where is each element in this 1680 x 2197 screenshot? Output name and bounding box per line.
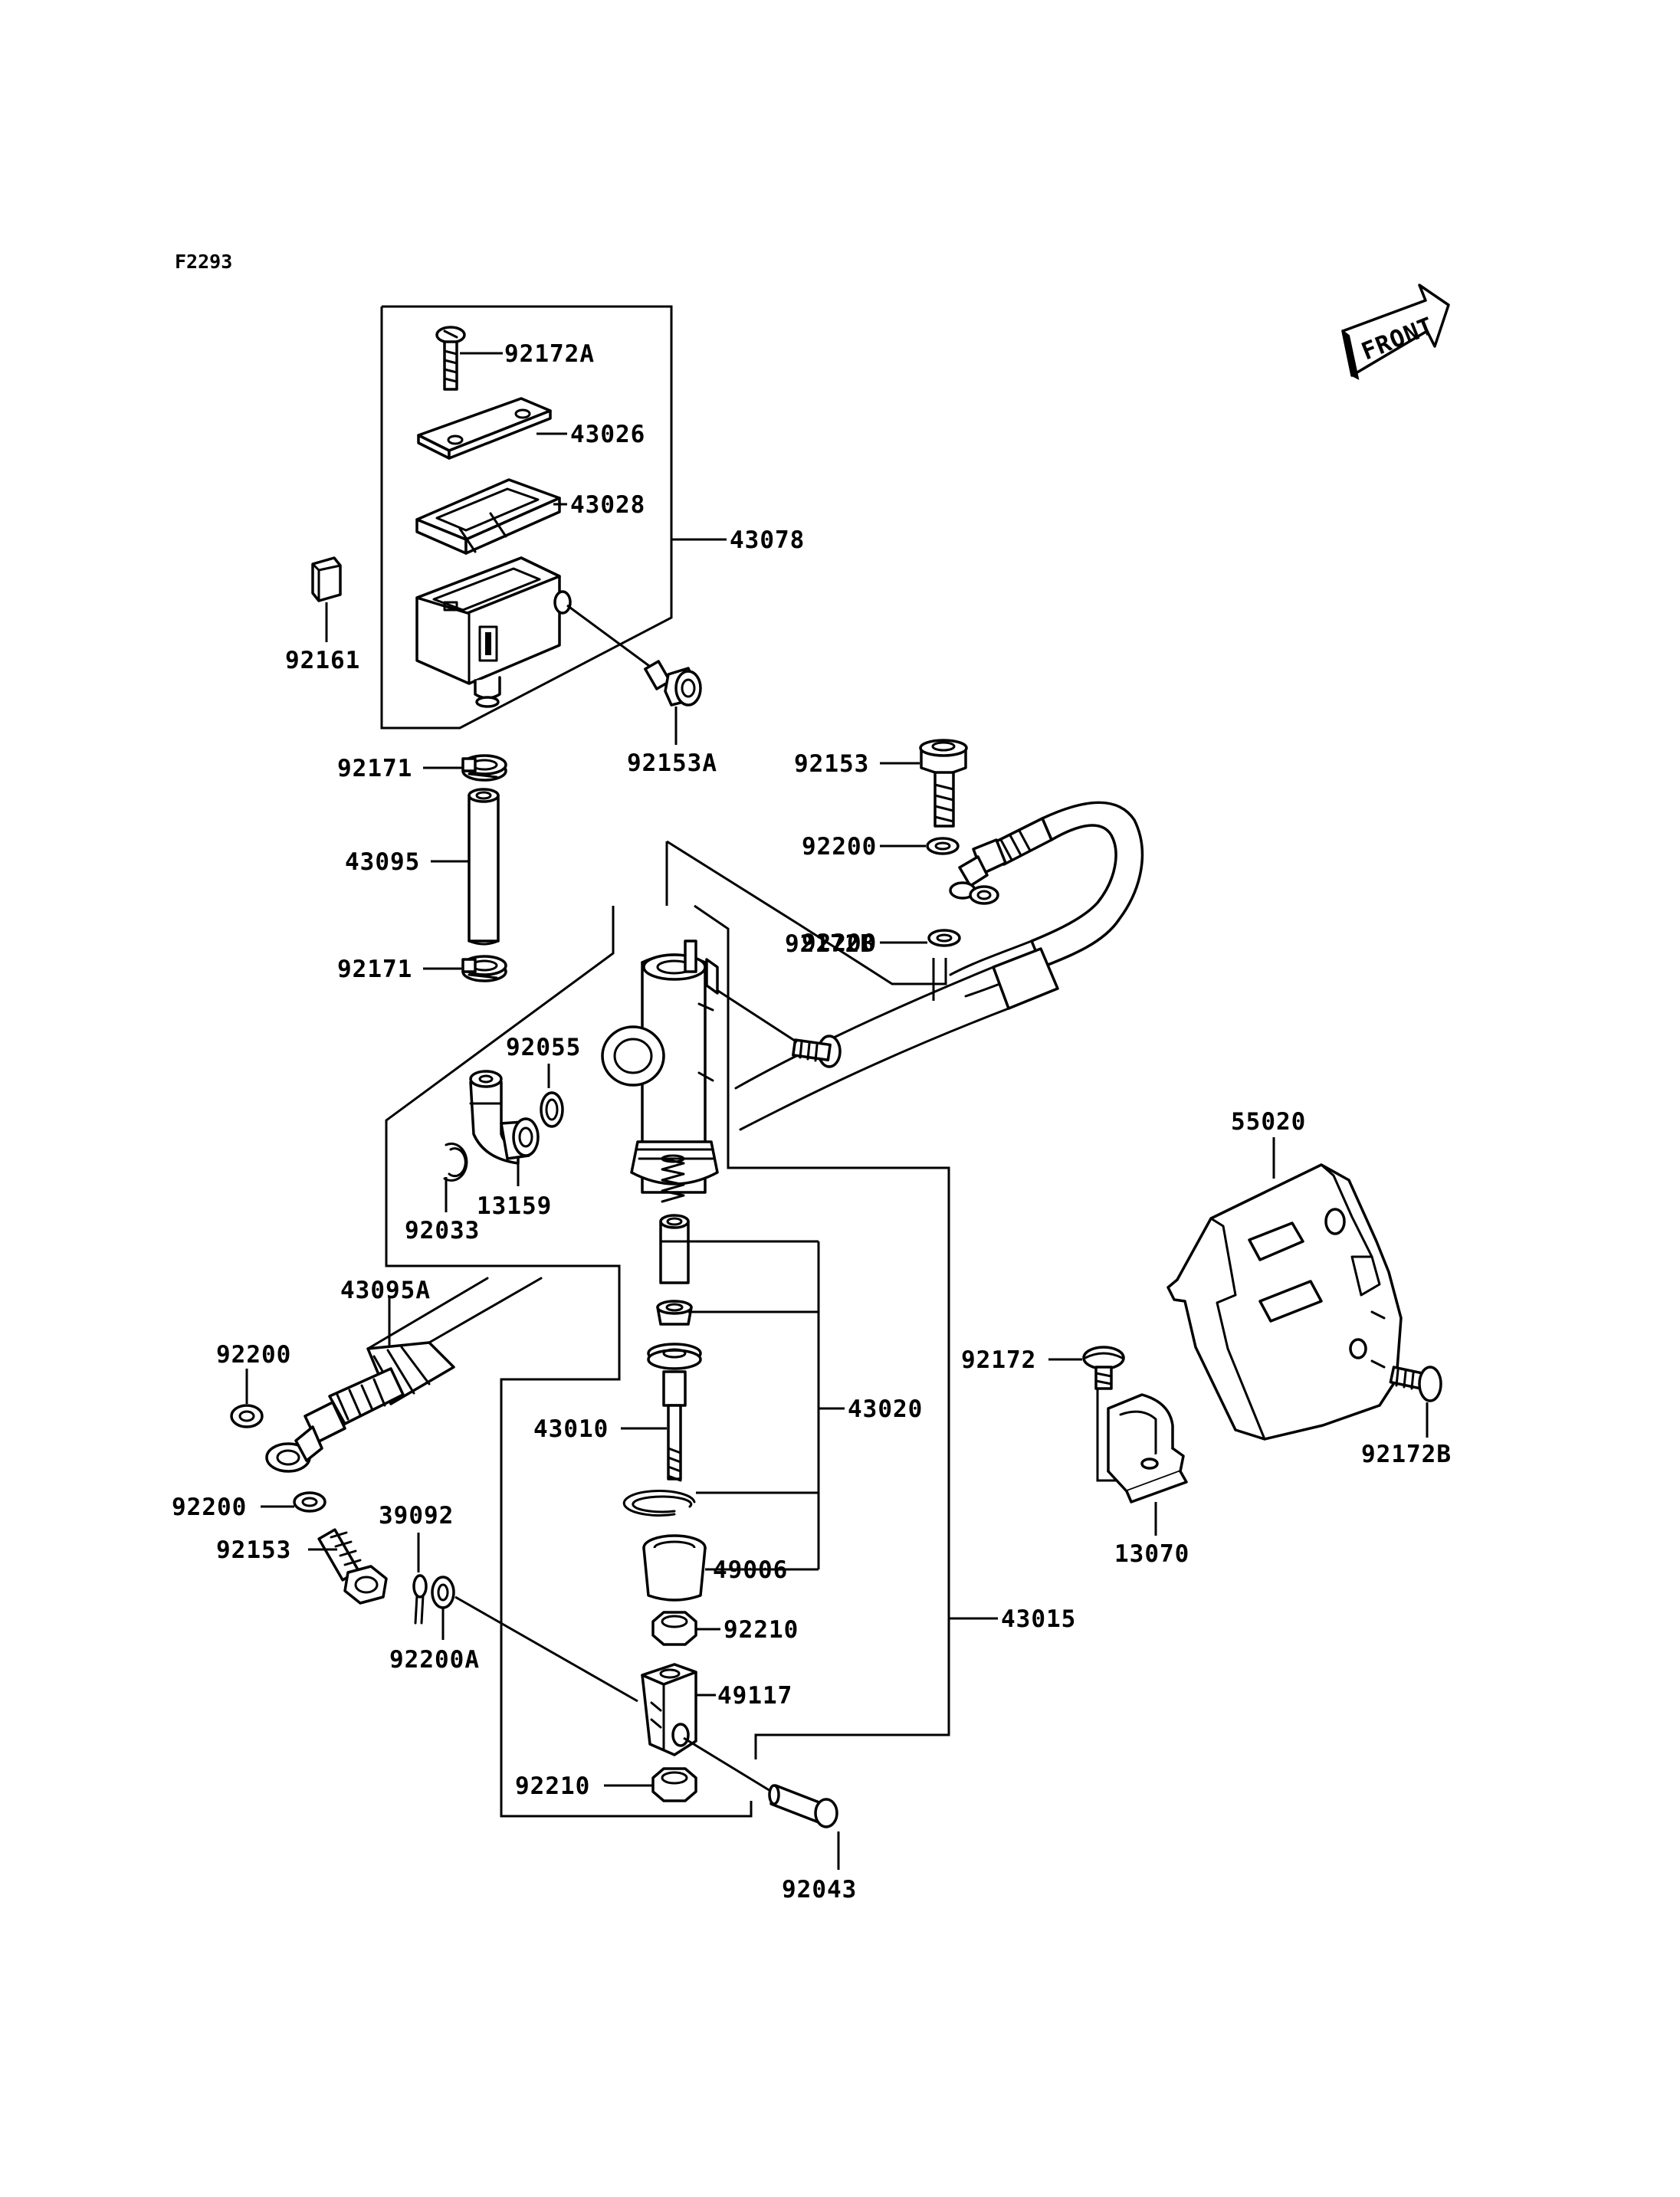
label-92200-a: 92200 [802,833,877,861]
label-92033: 92033 [405,1217,480,1244]
clevis-49117-icon [641,1663,697,1756]
cup-seal-icon [656,1300,693,1326]
label-49006: 49006 [713,1556,788,1584]
piston-icon [659,1214,690,1284]
bracket-43020 [688,1240,845,1571]
reservoir-group-box [380,305,727,730]
front-arrow-icon: FRONT [1341,284,1450,380]
spring-icon [661,1154,685,1203]
washer-92200A-icon [431,1576,455,1609]
screw-92172B-a-icon [792,1035,842,1068]
label-43078: 43078 [730,526,805,554]
leader-cylinder-screw [704,981,798,1044]
label-92043: 92043 [782,1876,857,1904]
tag-92161-icon [311,556,342,602]
label-92172: 92172 [961,1346,1036,1374]
leader-reservoir-bolt [566,604,661,676]
reservoir-cap-43026-icon [417,397,552,460]
label-39092: 39092 [379,1502,454,1530]
label-92200-c: 92200 [216,1341,291,1369]
master-cylinder-group-box [385,840,998,1818]
brake-hose-icon [949,801,1144,998]
master-cylinder-icon [601,939,719,1194]
diaphragm-43028-icon [415,478,561,555]
screw-92172A-icon [435,326,466,391]
label-92055: 92055 [506,1034,581,1061]
label-92171-bottom: 92171 [337,956,412,983]
clamp-92171-top-icon [461,754,507,782]
label-43015: 43015 [1001,1605,1076,1633]
label-92161: 92161 [285,647,360,674]
guard-55020-icon [1166,1163,1403,1441]
clevis-pin-92043-icon [768,1784,838,1828]
label-13070: 13070 [1114,1540,1189,1568]
clamp-92171-bottom-icon [461,955,507,982]
label-92210-a: 92210 [724,1616,799,1644]
bracket-13070-icon [1107,1393,1188,1503]
label-92172B-b: 92172B [1361,1441,1452,1468]
label-92210-b: 92210 [515,1772,590,1800]
nut-92210-b-icon [651,1767,697,1802]
label-92200A: 92200A [389,1646,480,1674]
screw-92172B-b-icon [1389,1366,1442,1402]
banjo-bolt-92153-bottom-icon [317,1528,388,1605]
bolt-92153A-icon [644,660,702,707]
screw-92172-icon [1082,1346,1125,1390]
figure-code: F2293 [175,251,232,273]
label-92171-top: 92171 [337,755,412,782]
washer-92200-c-icon [230,1404,264,1428]
leader-washer-clevis [454,1595,638,1703]
label-49117: 49117 [717,1682,792,1710]
elbow-fitting-13159-icon [469,1070,540,1165]
label-92200-d: 92200 [172,1494,247,1521]
pushrod-43010-icon [647,1343,702,1482]
label-43028: 43028 [570,491,645,519]
label-43020: 43020 [848,1395,923,1423]
label-92172A: 92172A [504,340,595,368]
label-92153A: 92153A [627,749,717,777]
label-92153-top: 92153 [794,750,869,778]
label-55020: 55020 [1231,1108,1306,1136]
label-13159: 13159 [477,1192,552,1220]
boot-49006-icon [642,1534,707,1602]
hose-43095-icon [468,788,500,946]
label-43095: 43095 [345,848,420,876]
washer-92200-b-icon [927,929,961,947]
oring-92055-icon [540,1091,564,1128]
label-43026: 43026 [570,421,645,448]
washer-92200-a-icon [926,837,960,855]
reservoir-body-icon [415,556,572,708]
leader-clevis-pin [683,1736,775,1795]
label-43010: 43010 [533,1415,609,1443]
circlip-43020-icon [622,1490,696,1517]
nut-92210-a-icon [651,1611,697,1646]
circlip-92033-icon [443,1143,468,1182]
label-92153-bottom: 92153 [216,1536,291,1564]
brake-hose-43095A-icon [265,1277,543,1473]
cotter-pin-39092-icon [412,1574,428,1625]
label-92172B-a: 92172B [785,930,875,958]
label-43095A: 43095A [340,1277,431,1304]
banjo-bolt-92153-top-icon [919,739,968,828]
brake-hose-long-icon [734,947,1059,1131]
washer-92200-d-icon [293,1491,326,1513]
